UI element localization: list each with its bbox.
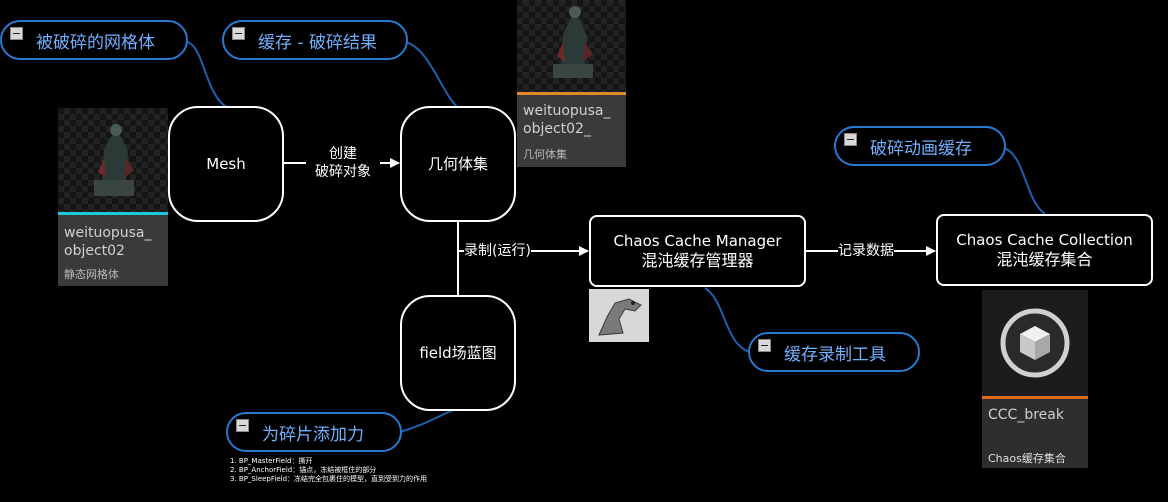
wire-fractured-mesh [187,41,229,109]
node-label-en: Chaos Cache Manager [613,232,782,250]
cache-manager-thumbnail-icon [589,289,649,342]
collapse-icon[interactable] [844,133,857,146]
note-line: 3. BP_SleepField：冻结完全包裹住的模型，直到受到力的作用 [230,475,428,483]
wire-fracture-anim-cache [1003,147,1046,215]
asset-type-bar [517,92,626,95]
callout-add-force-to-fragments[interactable]: 为碎片添加力 [226,412,402,452]
callout-fractured-mesh[interactable]: 被破碎的网格体 [0,20,188,60]
asset-name: weituopusa_ object02 [64,225,152,259]
collapse-icon[interactable] [10,27,23,40]
asset-geometry-collection[interactable]: weituopusa_ object02_ 几何体集 [517,0,626,167]
node-label-en: Chaos Cache Collection [956,231,1133,249]
asset-cache-collection[interactable]: CCC_break Chaos缓存集合 [982,290,1088,468]
asset-type-bar [982,396,1088,399]
callout-label: 缓存 - 破碎结果 [258,32,377,53]
callout-cache-record-tool[interactable]: 缓存录制工具 [748,332,920,372]
cube-thumbnail-icon [982,290,1088,396]
wire-cache-fracture-result [405,41,459,109]
edge-label-create-fracture: 创建 破碎对象 [306,145,380,181]
callout-fracture-anim-cache[interactable]: 破碎动画缓存 [834,126,1006,166]
field-notes: 1. BP_MasterField：撕开 2. BP_AnchorField：锚… [230,457,427,484]
asset-type: Chaos缓存集合 [988,452,1066,465]
note-line: 1. BP_MasterField：撕开 [230,457,313,465]
edge-label-record-data: 记录数据 [838,242,894,260]
node-label: 几何体集 [427,155,488,173]
collapse-icon[interactable] [236,419,249,432]
node-cache-collection[interactable]: Chaos Cache Collection 混沌缓存集合 [936,214,1153,286]
callout-label: 为碎片添加力 [262,424,364,445]
node-geometry-collection[interactable]: 几何体集 [400,106,516,222]
edge-label-record-runtime: 录制(运行) [464,242,531,260]
callout-label: 破碎动画缓存 [870,138,972,159]
collapse-icon[interactable] [758,339,771,352]
asset-name: CCC_break [988,407,1064,423]
node-cache-manager[interactable]: Chaos Cache Manager 混沌缓存管理器 [589,215,806,287]
statue-thumbnail-icon [58,108,168,212]
node-mesh[interactable]: Mesh [168,106,284,222]
node-label-zh: 混沌缓存管理器 [641,251,754,270]
note-line: 2. BP_AnchorField：锚点，冻结被框住的部分 [230,466,377,474]
callout-cache-fracture-result[interactable]: 缓存 - 破碎结果 [222,20,408,60]
statue-thumbnail-icon [517,0,626,92]
asset-static-mesh[interactable]: weituopusa_ object02 静态网格体 [58,108,168,286]
asset-name: weituopusa_ object02_ [523,103,611,137]
edge-label-line2: 破碎对象 [315,164,371,180]
node-label: Mesh [206,155,246,173]
collapse-icon[interactable] [232,27,245,40]
callout-label: 缓存录制工具 [784,344,886,365]
edge-label-line1: 创建 [329,146,357,162]
asset-type-bar [58,212,168,215]
callout-label: 被破碎的网格体 [36,32,155,53]
node-label-zh: 混沌缓存集合 [996,250,1093,269]
asset-type: 静态网格体 [64,268,119,281]
wire-cache-record-tool [704,287,751,353]
node-field-blueprint[interactable]: field场蓝图 [400,295,516,411]
wire-add-force [399,407,459,433]
node-label: field场蓝图 [419,344,497,362]
asset-type: 几何体集 [523,148,567,161]
